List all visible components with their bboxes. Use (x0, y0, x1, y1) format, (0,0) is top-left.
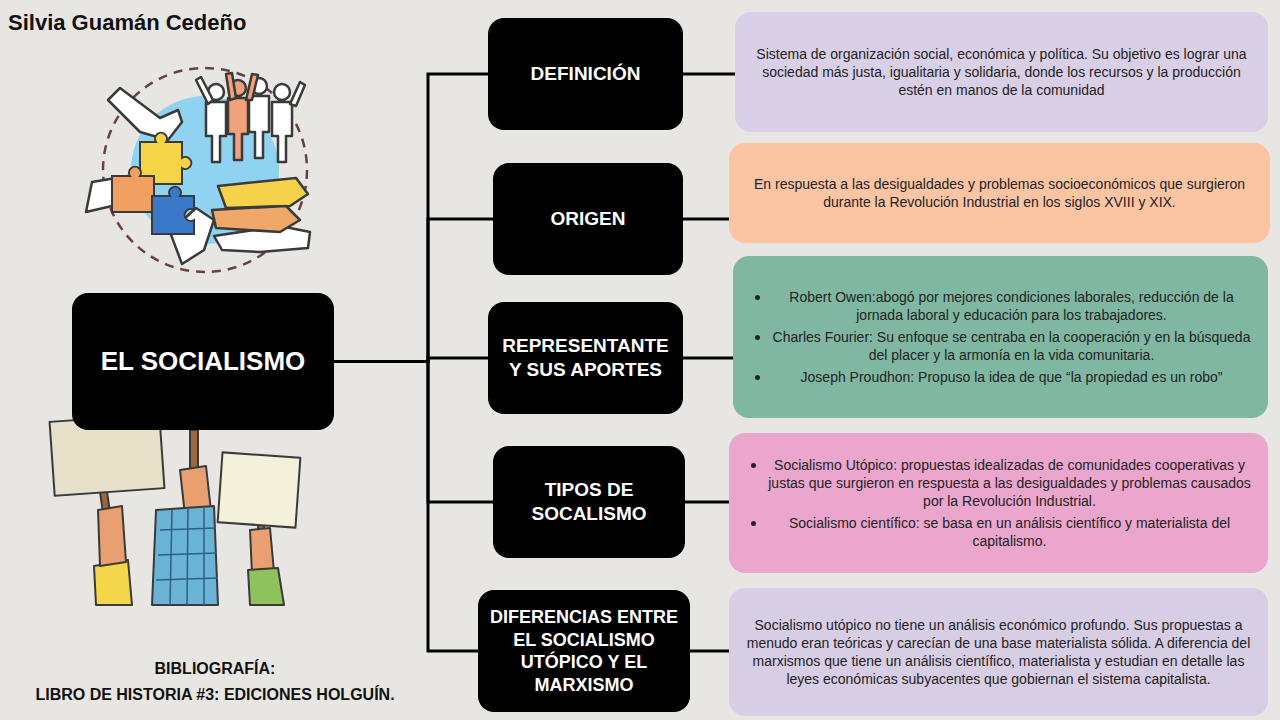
bullet-text: Robert Owen:abogó por mejores condicione… (771, 288, 1252, 324)
category-box: REPRESENTANTE Y SUS APORTES (488, 302, 683, 414)
bullet-text: Socialismo científico: se basa en un aná… (767, 514, 1252, 550)
content-box: Socialismo Utópico: propuestas idealizad… (729, 433, 1268, 573)
content-box: Sistema de organización social, económic… (735, 12, 1268, 132)
unity-illustration (86, 68, 310, 272)
bullet-text: Charles Fourier: Su enfoque se centraba … (771, 328, 1252, 364)
connector-line (334, 219, 493, 362)
connector-line (690, 650, 729, 653)
category-box: TIPOS DE SOCALISMO (493, 446, 685, 558)
bullet-item: Robert Owen:abogó por mejores condicione… (749, 288, 1252, 324)
bullet-text: Socialismo Utópico: propuestas idealizad… (767, 456, 1252, 511)
bullet-item: Socialismo científico: se basa en un aná… (745, 514, 1252, 550)
connector-line (334, 362, 493, 503)
content-box: En respuesta a las desigualdades y probl… (729, 143, 1270, 243)
bullet-dot (755, 335, 760, 340)
bullet-dot (751, 463, 756, 468)
bullet-item: Joseph Proudhon: Propuso la idea de que … (749, 368, 1252, 386)
box-heading: DIFERENCIAS ENTRE EL SOCIALISMO UTÓPICO … (486, 606, 682, 696)
connector-line (683, 218, 729, 221)
connector-line (334, 362, 478, 652)
box-heading: TIPOS DE SOCALISMO (501, 478, 677, 526)
connector-line (683, 357, 733, 360)
bullet-item: Socialismo Utópico: propuestas idealizad… (745, 456, 1252, 511)
author-title: Silvia Guamán Cedeño (8, 10, 246, 36)
box-heading: REPRESENTANTE Y SUS APORTES (496, 334, 675, 382)
box-text: Socialismo utópico no tiene un análisis … (745, 616, 1252, 689)
category-box: DEFINICIÓN (488, 18, 683, 130)
category-box: DIFERENCIAS ENTRE EL SOCIALISMO UTÓPICO … (478, 590, 690, 712)
box-heading: ORIGEN (501, 207, 675, 231)
bibliography-label: BIBLIOGRAFÍA: (0, 660, 430, 678)
content-box: Socialismo utópico no tiene un análisis … (729, 588, 1268, 716)
bullet-dot (751, 521, 756, 526)
box-text: Sistema de organización social, económic… (751, 45, 1252, 100)
connector-line (685, 501, 729, 504)
box-text: En respuesta a las desigualdades y probl… (745, 175, 1254, 211)
bullet-dot (755, 375, 760, 380)
bullet-item: Charles Fourier: Su enfoque se centraba … (749, 328, 1252, 364)
bibliography-label: LIBRO DE HISTORIA #3: EDICIONES HOLGUÍN. (0, 686, 430, 704)
bullet-dot (755, 295, 760, 300)
content-box: Robert Owen:abogó por mejores condicione… (733, 256, 1268, 418)
bullet-text: Joseph Proudhon: Propuso la idea de que … (771, 368, 1252, 386)
protest-illustration (50, 414, 301, 605)
box-heading: EL SOCIALISMO (80, 345, 326, 378)
category-box: ORIGEN (493, 163, 683, 275)
connector-line (683, 73, 735, 76)
box-heading: DEFINICIÓN (496, 62, 675, 86)
main-topic-box: EL SOCIALISMO (72, 293, 334, 430)
